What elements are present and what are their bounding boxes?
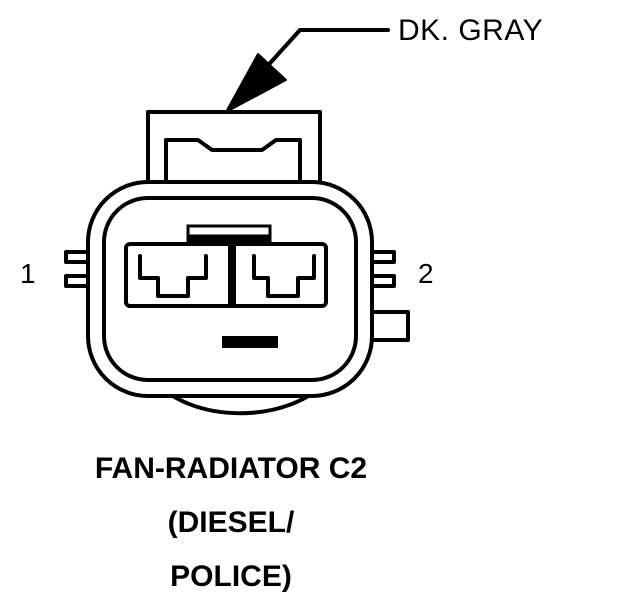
terminal-1-slot [138, 254, 208, 298]
connector-title-line-2: (DIESEL/ [167, 506, 295, 539]
right-side-notches [370, 250, 410, 342]
connector-inner-housing [102, 196, 358, 382]
wire-color-label: DK. GRAY [398, 14, 544, 47]
connector-title-line-1: FAN-RADIATOR C2 [94, 452, 368, 485]
keying-rib-top-cap [186, 224, 272, 238]
pin-1-label: 1 [20, 258, 36, 289]
pin-2-label: 2 [418, 258, 434, 289]
terminal-2-slot [252, 254, 316, 298]
left-side-notches [64, 250, 90, 288]
keying-bar-bottom [222, 336, 278, 348]
locking-tab [146, 110, 322, 186]
callout-leader [225, 28, 390, 113]
connector-title-line-3: POLICE) [170, 560, 292, 593]
